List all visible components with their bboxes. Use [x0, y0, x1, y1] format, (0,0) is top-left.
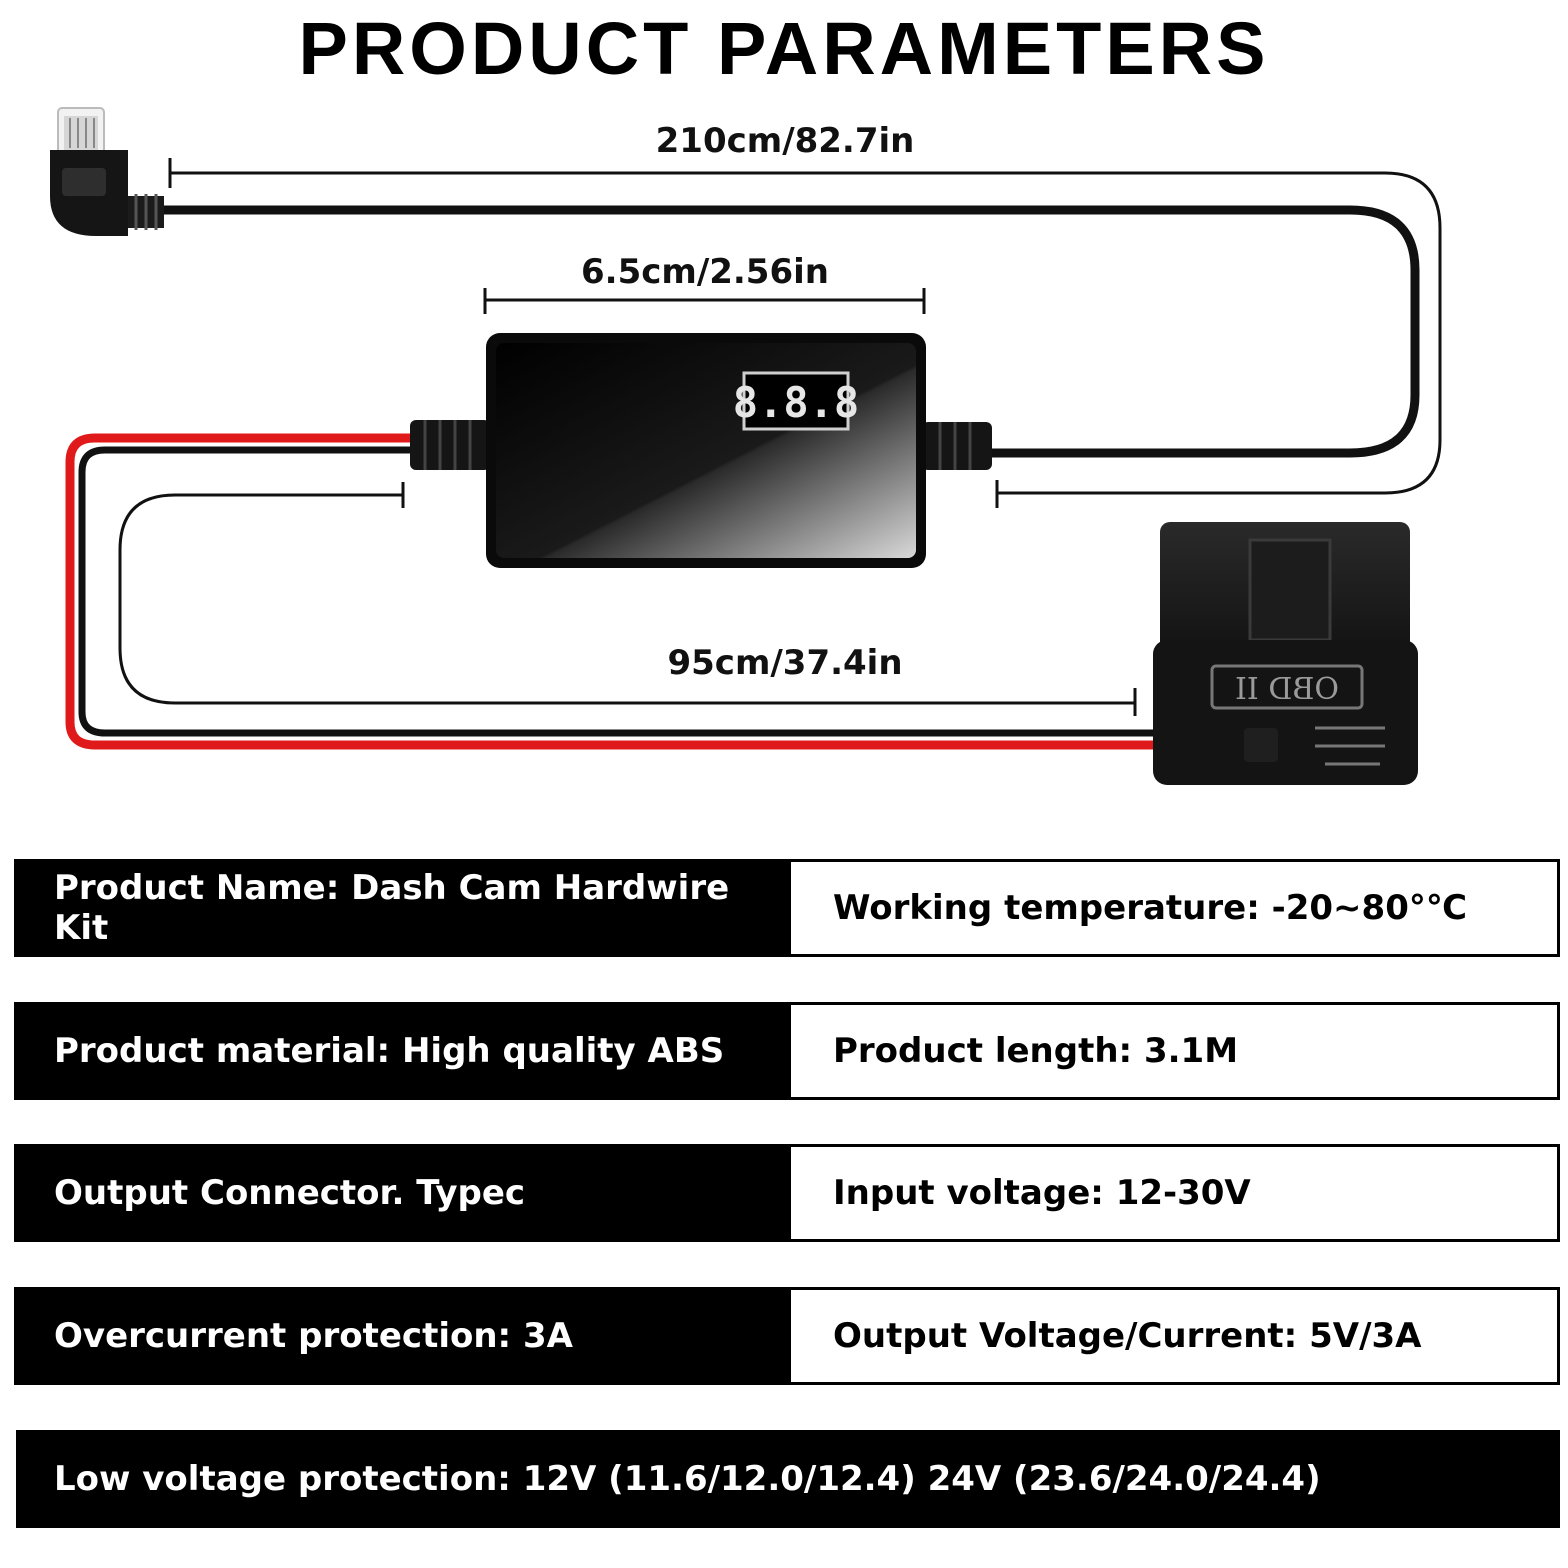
converter-box: 8.8.8: [486, 333, 926, 568]
spec-row: Product Name: Dash Cam Hardwire Kit Work…: [14, 859, 1560, 957]
page-title: PRODUCT PARAMETERS: [298, 7, 1270, 90]
black-wire: [78, 446, 1250, 737]
strain-relief-left: [410, 420, 490, 470]
spec-row: Overcurrent protection: 3A Output Voltag…: [14, 1287, 1560, 1385]
spec-output-voltage-current: Output Voltage/Current: 5V/3A: [788, 1287, 1560, 1385]
spec-working-temperature: Working temperature: -20~80°℃: [788, 859, 1560, 957]
dimension-label-box: 6.5cm/2.56in: [581, 252, 829, 292]
red-wire: [65, 433, 1250, 750]
dimension-line-95: [118, 482, 1137, 716]
spec-row: Product material: High quality ABS Produ…: [14, 1002, 1560, 1100]
display-readout: 8.8.8: [733, 378, 859, 427]
spec-product-name: Product Name: Dash Cam Hardwire Kit: [14, 859, 788, 957]
obd-connector-icon: OBD II: [1153, 522, 1418, 785]
black-cable: [160, 205, 1420, 458]
obd-label: OBD II: [1235, 672, 1339, 707]
spec-output-connector: Output Connector. Typec: [14, 1144, 788, 1242]
dimension-label-210: 210cm/82.7in: [656, 121, 915, 161]
dimension-line-box: [483, 288, 926, 314]
strain-relief-right: [922, 422, 992, 470]
spec-product-material: Product material: High quality ABS: [14, 1002, 788, 1100]
spec-product-length: Product length: 3.1M: [788, 1002, 1560, 1100]
usb-connector-icon: [50, 107, 164, 236]
spec-row: Output Connector. Typec Input voltage: 1…: [14, 1144, 1560, 1242]
spec-overcurrent-protection: Overcurrent protection: 3A: [14, 1287, 788, 1385]
dimension-label-95: 95cm/37.4in: [667, 643, 902, 683]
dimension-line-210: [168, 158, 1442, 508]
spec-input-voltage: Input voltage: 12-30V: [788, 1144, 1560, 1242]
product-diagram: 210cm/82.7in 6.5cm/2.56in 95cm/37.4in: [50, 107, 1442, 785]
spec-low-voltage-protection: Low voltage protection: 12V (11.6/12.0/1…: [16, 1430, 1560, 1528]
